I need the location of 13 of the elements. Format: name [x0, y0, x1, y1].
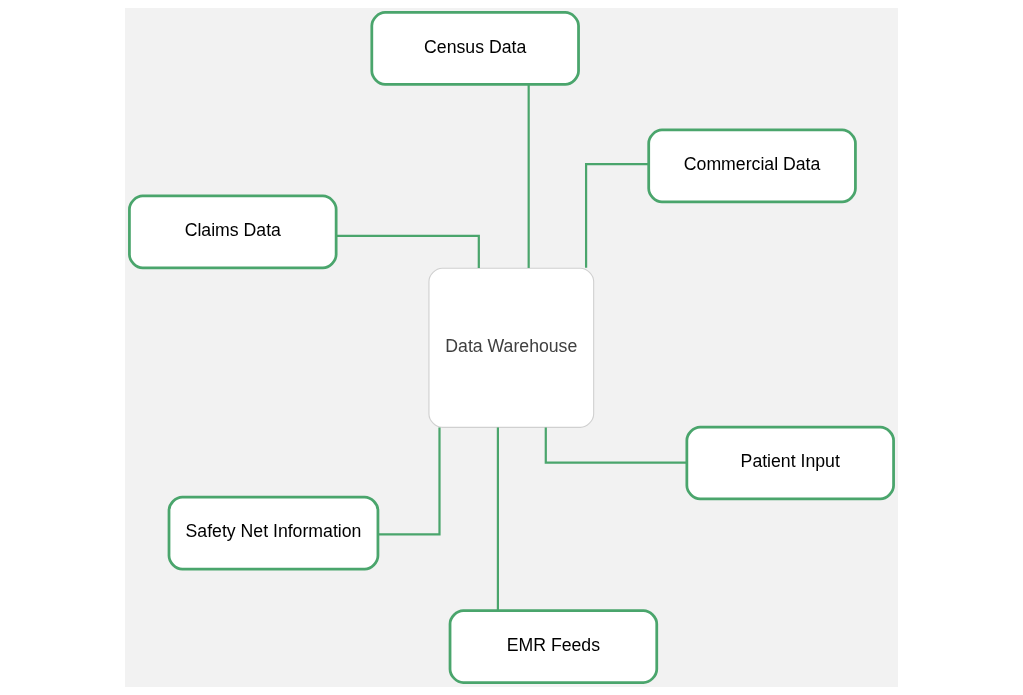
node-box: Data Warehouse [428, 267, 595, 428]
connector [527, 84, 530, 268]
node-box: Census Data [370, 11, 580, 86]
connector [496, 427, 499, 611]
node-box: EMR Feeds [448, 609, 659, 684]
connector [336, 234, 480, 268]
node-box: Claims Data [128, 194, 338, 270]
connector [544, 427, 687, 464]
connector [378, 427, 441, 536]
node-box: Patient Input [685, 425, 895, 501]
node-box: Safety Net Information [167, 495, 380, 571]
connector [585, 162, 649, 268]
node-box: Commercial Data [647, 128, 857, 204]
